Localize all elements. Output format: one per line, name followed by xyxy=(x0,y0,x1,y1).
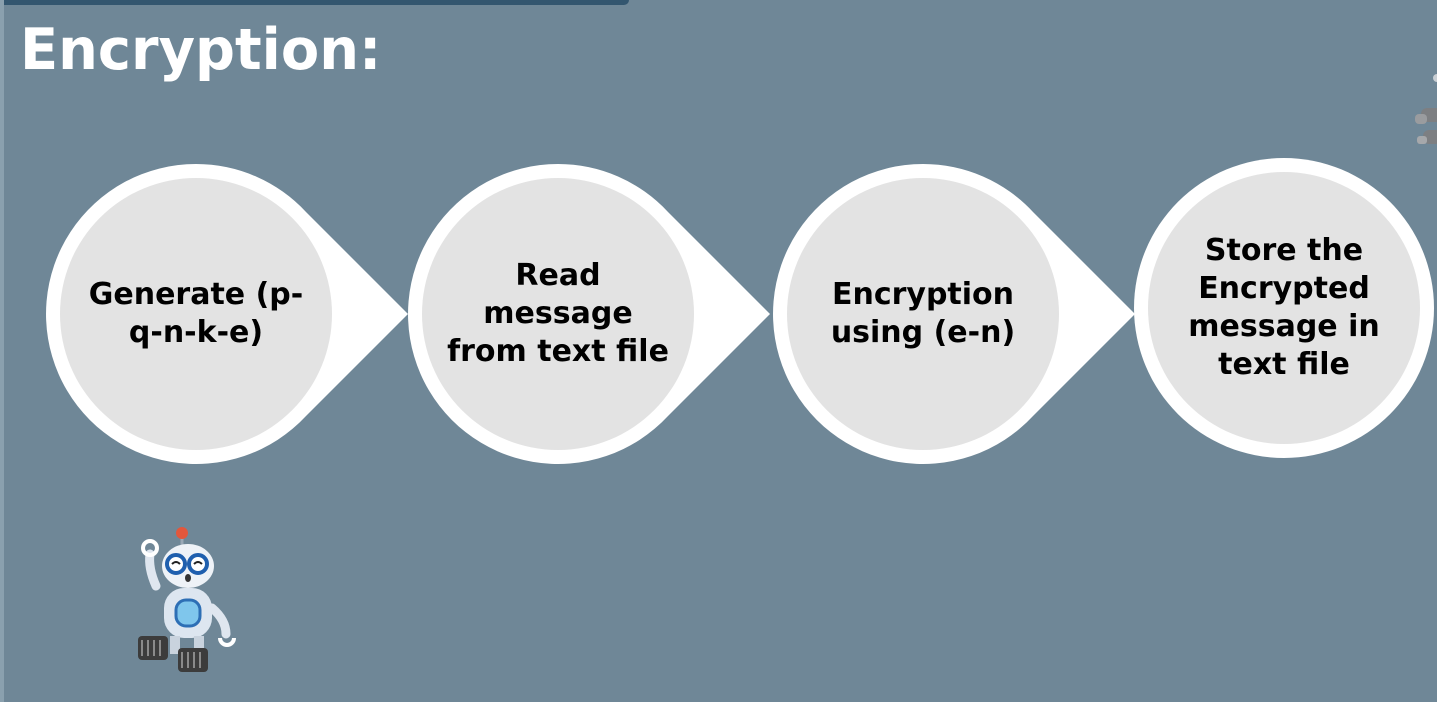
robot-mascot-icon xyxy=(138,527,236,672)
step-label: Read message from text file xyxy=(447,258,669,369)
step-circle-shape xyxy=(1134,158,1434,458)
slide-title: Encryption: xyxy=(20,17,382,83)
flow-step-store-encrypted: Store the Encrypted message in text file xyxy=(1134,158,1434,458)
flow-step-generate-keys: Generate (p-q-n-k-e) xyxy=(46,164,408,464)
partial-robot-icon xyxy=(1415,74,1437,144)
step-circle-arrow-shape xyxy=(46,164,408,464)
flow-step-read-message: Read message from text file xyxy=(408,164,770,464)
step-circle-arrow-shape xyxy=(408,164,770,464)
top-accent-bar xyxy=(4,0,629,5)
step-label: Encryption using (e-n) xyxy=(830,277,1016,350)
flow-step-encrypt: Encryption using (e-n) xyxy=(773,164,1135,464)
step-circle-arrow-shape xyxy=(773,164,1135,464)
step-label: Store the Encrypted message in text file xyxy=(1188,233,1380,382)
step-label: Generate (p-q-n-k-e) xyxy=(88,277,304,350)
